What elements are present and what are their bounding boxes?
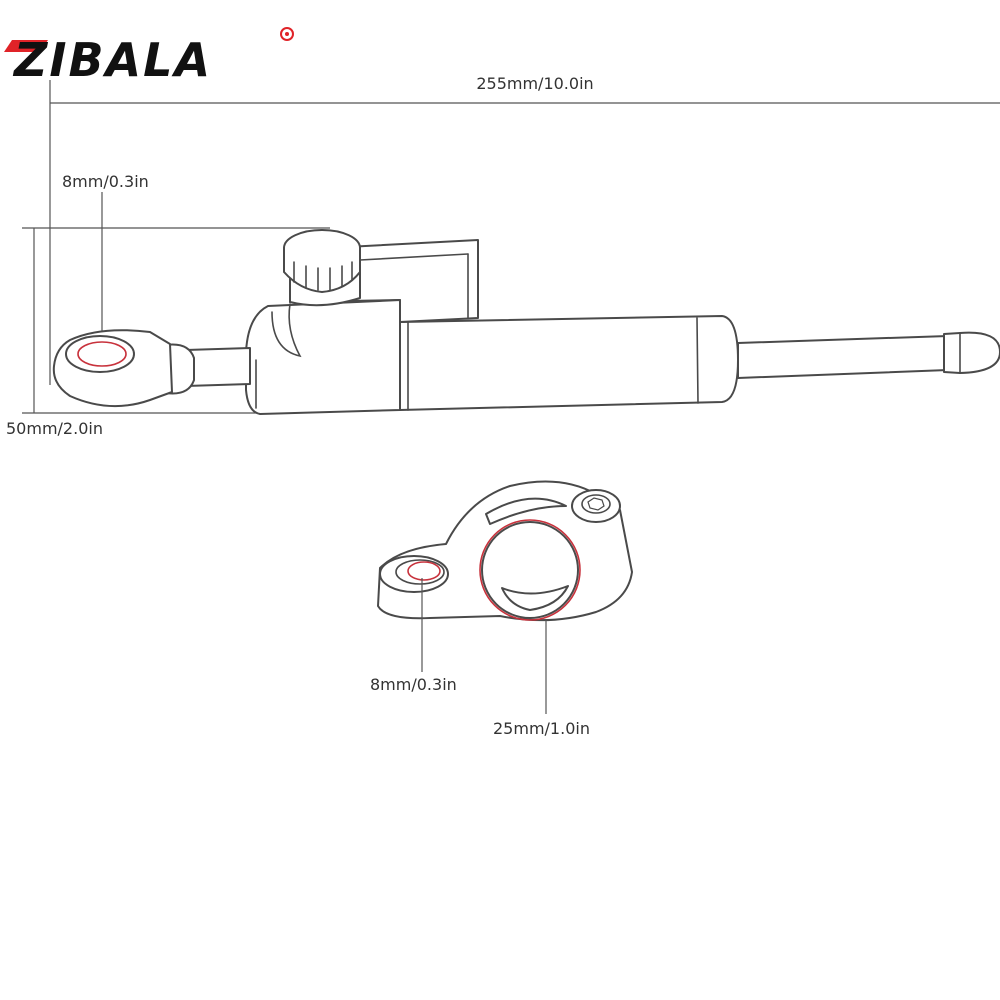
logo-emblem-dot xyxy=(285,32,289,36)
damper-cylinder xyxy=(399,315,739,411)
clamp-bolt-hole-dimension: 8mm/0.3in xyxy=(370,578,457,694)
bolt-hex xyxy=(587,497,605,511)
clamp-boss xyxy=(379,555,449,593)
mounting-clamp-drawing xyxy=(377,480,633,622)
logo-emblem-icon xyxy=(280,27,294,41)
clamp-bore-dimension: 25mm/1.0in xyxy=(493,620,590,738)
brand-logo: ZIBALA xyxy=(4,27,294,87)
reservoir-top-line xyxy=(359,253,469,261)
bolt-socket xyxy=(581,494,611,514)
knob-grip xyxy=(283,247,361,293)
adjustment-knob-icon[interactable] xyxy=(283,229,361,307)
bolt-head xyxy=(571,489,621,523)
overall-length-label: 255mm/10.0in xyxy=(476,74,593,93)
brand-wordmark: ZIBALA xyxy=(12,33,212,87)
overall-length-dimension: 255mm/10.0in xyxy=(49,74,1000,385)
piston-rod xyxy=(737,335,949,379)
rod-end xyxy=(943,331,1000,374)
clamp-bolt-icon xyxy=(571,489,621,523)
cylinder-end-ring xyxy=(696,317,699,404)
eye-hole-label: 8mm/0.3in xyxy=(62,172,149,191)
rod-neck xyxy=(185,347,251,387)
height-label: 50mm/2.0in xyxy=(6,419,103,438)
clamp-bolt-hole-highlight xyxy=(407,561,441,581)
clamp-boss-inner xyxy=(395,559,445,585)
valve-body-recess xyxy=(271,303,302,358)
knob-grip-ridges xyxy=(293,261,353,291)
clamp-bolt-hole-label: 8mm/0.3in xyxy=(370,675,457,694)
clamp-upper-slot xyxy=(485,497,567,525)
clamp-bore-label: 25mm/1.0in xyxy=(493,719,590,738)
clamp-bore-highlight xyxy=(479,519,581,621)
clamp-bore-slot xyxy=(501,585,569,611)
steering-damper-drawing xyxy=(52,229,1000,415)
logo-accent-mark xyxy=(4,40,48,52)
valve-body xyxy=(245,299,401,415)
height-dimension: 50mm/2.0in xyxy=(6,227,330,438)
eye-hole-highlight xyxy=(77,341,127,367)
eye-hole-dimension: 8mm/0.3in xyxy=(62,172,149,340)
